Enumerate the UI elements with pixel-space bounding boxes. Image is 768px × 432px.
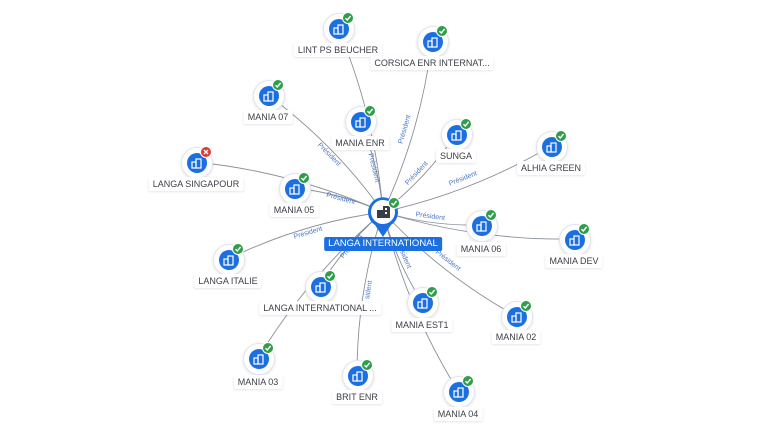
node-circle[interactable] <box>501 301 533 333</box>
company-icon <box>259 86 279 106</box>
edge-langa-italie <box>227 211 384 260</box>
active-status-badge <box>298 172 310 184</box>
edge-brit-enr <box>356 211 384 376</box>
node-label[interactable]: MANIA 03 <box>233 375 283 389</box>
active-status-badge <box>272 79 284 91</box>
node-label[interactable]: BRIT ENR <box>332 390 382 404</box>
company-icon <box>447 125 467 145</box>
node-label[interactable]: SUNGA <box>435 149 477 163</box>
active-status-badge <box>426 286 438 298</box>
company-icon <box>423 32 443 52</box>
node-label[interactable]: LINT PS BEUCHER <box>293 43 383 57</box>
active-status-badge <box>460 118 472 130</box>
edge-alhia-green <box>382 145 552 213</box>
node-label[interactable]: MANIA 06 <box>456 242 506 256</box>
edge-role-label: sident <box>364 280 374 300</box>
active-status-badge <box>232 243 244 255</box>
company-icon <box>351 112 371 132</box>
node-circle[interactable] <box>441 119 473 151</box>
company-icon <box>329 19 349 39</box>
company-icon <box>413 293 433 313</box>
active-status-badge <box>485 209 497 221</box>
edge-role-label: Président <box>404 160 429 186</box>
company-icon <box>285 179 305 199</box>
node-label[interactable]: LANGA INTERNATIONAL ... <box>259 301 381 315</box>
node-label[interactable]: LANGA ITALIE <box>194 274 262 288</box>
node-label[interactable]: MANIA EST1 <box>391 318 453 332</box>
active-status-badge <box>361 359 373 371</box>
node-label[interactable]: CORSICA ENR INTERNAT... <box>370 56 494 70</box>
edge-role-label: Président <box>415 211 445 222</box>
node-label[interactable]: MANIA 07 <box>243 110 293 124</box>
company-icon <box>565 230 585 250</box>
company-icon <box>472 216 492 236</box>
edge-mania-02 <box>382 211 517 317</box>
node-label[interactable]: MANIA 04 <box>433 407 483 421</box>
company-icon <box>449 382 469 402</box>
node-label[interactable]: MANIA 05 <box>269 203 319 217</box>
active-status-badge <box>578 223 590 235</box>
company-icon <box>249 349 269 369</box>
company-icon <box>311 277 331 297</box>
center-node-label[interactable]: LANGA INTERNATIONAL <box>324 237 442 251</box>
edge-role-label: Président <box>366 153 380 183</box>
company-icon <box>348 366 368 386</box>
edge-role-label: Président <box>448 170 478 187</box>
active-status-badge <box>555 130 567 142</box>
inactive-status-badge <box>200 146 212 158</box>
node-circle[interactable] <box>345 106 377 138</box>
edge-mania-07 <box>267 94 384 213</box>
active-status-badge <box>342 12 354 24</box>
edge-role-label: Président <box>325 192 355 206</box>
node-label[interactable]: LANGA SINGAPOUR <box>148 177 244 191</box>
active-status-badge <box>520 300 532 312</box>
node-label[interactable]: ALHIA GREEN <box>516 161 586 175</box>
active-status-badge <box>364 105 376 117</box>
active-status-badge <box>388 197 400 209</box>
active-status-badge <box>436 25 448 37</box>
node-circle[interactable] <box>181 147 213 179</box>
node-circle[interactable] <box>342 360 374 392</box>
node-label[interactable]: MANIA 02 <box>491 330 541 344</box>
edge-role-label: Président <box>398 114 413 144</box>
node-label[interactable]: MANIA ENR <box>331 136 389 150</box>
active-status-badge <box>262 342 274 354</box>
node-circle[interactable] <box>536 131 568 163</box>
node-circle[interactable] <box>243 343 275 375</box>
company-icon <box>542 137 562 157</box>
active-status-badge <box>324 270 336 282</box>
company-icon <box>507 307 527 327</box>
company-icon <box>219 250 239 270</box>
company-icon <box>187 153 207 173</box>
active-status-badge <box>462 375 474 387</box>
node-label[interactable]: MANIA DEV <box>545 254 603 268</box>
